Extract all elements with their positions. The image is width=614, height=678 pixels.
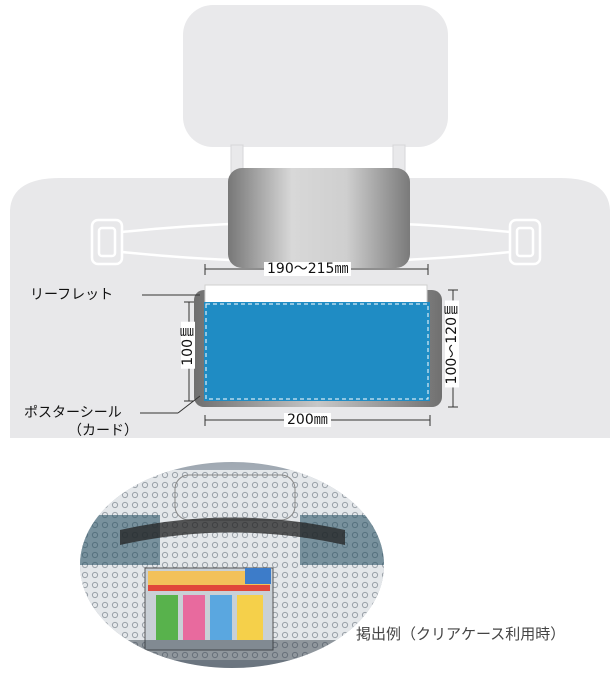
- poster-seal: [204, 302, 430, 401]
- bottom-width-dimension: 200㎜: [284, 413, 331, 427]
- poster-dashed-border: [205, 303, 429, 400]
- headrest: [183, 5, 448, 147]
- poster-seal-label: ポスターシール: [24, 405, 122, 421]
- leaflet-label: リーフレット: [30, 287, 114, 303]
- card-label: （カード）: [68, 423, 138, 439]
- left-height-dimension: 100㎜: [180, 322, 196, 369]
- example-photo: [80, 462, 384, 668]
- strap: [228, 168, 410, 268]
- top-width-dimension: 190～215㎜: [264, 262, 352, 276]
- photo-caption: 掲出例（クリアケース利用時）: [356, 625, 566, 643]
- right-height-dimension: 100～120㎜: [444, 300, 460, 388]
